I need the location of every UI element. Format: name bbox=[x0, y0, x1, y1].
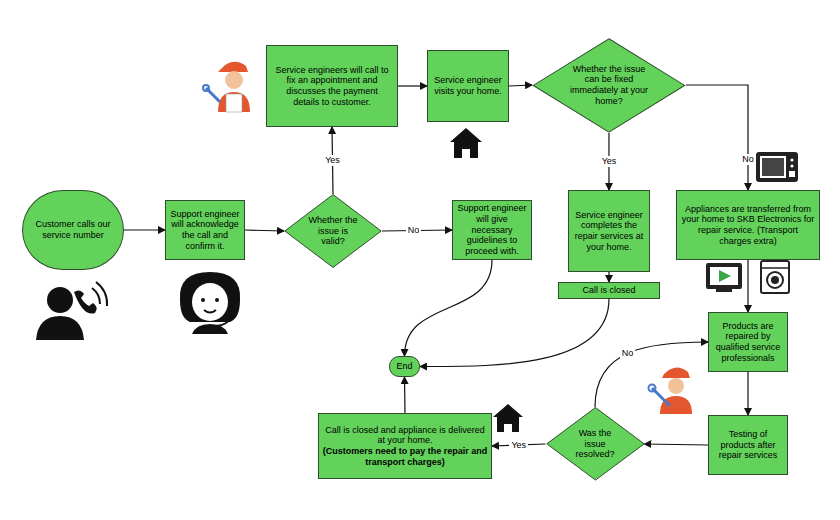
node-text: Was the issue resolved? bbox=[567, 428, 622, 460]
node-text: Whether the issue can be fixed immediate… bbox=[567, 64, 650, 106]
process-box: Call is closed and appliance is delivere… bbox=[318, 413, 492, 479]
text-holder: Testing of products after repair service… bbox=[711, 429, 785, 461]
node-text: Support engineer will acknowledge the ca… bbox=[168, 209, 242, 251]
engineer-icon bbox=[203, 62, 250, 112]
text-holder: End bbox=[391, 361, 419, 372]
node-text: Service engineer completes the repair se… bbox=[572, 210, 647, 252]
house-icon bbox=[493, 404, 523, 432]
flow-arrow bbox=[747, 372, 748, 415]
node-text: Service engineers will call to fix an ap… bbox=[273, 65, 392, 107]
text-holder: Customer calls our service number bbox=[32, 219, 114, 240]
text-holder: Appliances are transferred from your hom… bbox=[681, 204, 815, 246]
decision-diamond: Whether the issue can be fixed immediate… bbox=[532, 38, 686, 133]
text-holder: Call is closed and appliance is delivere… bbox=[323, 425, 488, 467]
flow-arrow bbox=[747, 260, 748, 312]
closed-box: Call is closed bbox=[558, 282, 660, 299]
text-holder: Was the issue resolved? bbox=[567, 428, 622, 460]
tv-icon bbox=[706, 263, 742, 292]
process-box: Appliances are transferred from your hom… bbox=[676, 190, 820, 260]
flow-arrow bbox=[398, 85, 427, 86]
process-box: Products are repaired by qualified servi… bbox=[708, 312, 788, 372]
washing-machine-icon bbox=[761, 261, 789, 293]
node-text: Testing of products after repair service… bbox=[711, 429, 785, 461]
flow-arrow bbox=[245, 230, 284, 231]
node-text: Appliances are transferred from your hom… bbox=[681, 204, 815, 246]
text-holder: Support engineer will give necessary gui… bbox=[455, 203, 529, 256]
edge-label: No bbox=[620, 348, 636, 359]
headset-agent-icon bbox=[180, 272, 240, 334]
caller-icon bbox=[36, 282, 107, 340]
flow-arrow bbox=[644, 444, 708, 445]
node-text: Call is closed and appliance is delivere… bbox=[323, 425, 488, 446]
process-box: Service engineer completes the repair se… bbox=[568, 190, 650, 272]
text-holder: Call is closed bbox=[561, 285, 658, 296]
process-box: Support engineer will acknowledge the ca… bbox=[165, 200, 245, 260]
process-box: Support engineer will give necessary gui… bbox=[452, 200, 532, 260]
flow-arrow bbox=[608, 272, 609, 282]
microwave-icon bbox=[756, 152, 798, 182]
node-text: Products are repaired by qualified servi… bbox=[711, 321, 785, 363]
text-holder: Products are repaired by qualified servi… bbox=[711, 321, 785, 363]
text-holder: Support engineer will acknowledge the ca… bbox=[168, 209, 242, 251]
node-text: End bbox=[396, 361, 412, 372]
house-icon bbox=[450, 128, 482, 158]
flow-arrow bbox=[405, 260, 493, 356]
edge-label: No bbox=[406, 225, 422, 236]
text-holder: Whether the issue is valid? bbox=[306, 215, 361, 247]
process-box: Service engineer visits your home. bbox=[427, 50, 509, 122]
flow-arrow bbox=[595, 342, 708, 407]
process-box: Testing of products after repair service… bbox=[708, 415, 788, 475]
node-text: Service engineer visits your home. bbox=[431, 75, 505, 96]
decision-diamond: Whether the issue is valid? bbox=[284, 194, 382, 268]
flow-arrow bbox=[420, 299, 609, 367]
flow-arrow bbox=[686, 85, 748, 190]
flow-arrow bbox=[124, 229, 165, 230]
edge-label: Yes bbox=[600, 156, 619, 167]
text-holder: Service engineer visits your home. bbox=[431, 75, 505, 96]
text-holder: Whether the issue can be fixed immediate… bbox=[567, 64, 650, 106]
node-text: (Customers need to pay the repair and tr… bbox=[323, 446, 488, 467]
flow-arrow bbox=[509, 85, 532, 86]
edge-label: Yes bbox=[323, 155, 342, 166]
node-text: Call is closed bbox=[582, 285, 635, 296]
text-holder: Service engineer completes the repair se… bbox=[572, 210, 647, 252]
end-terminal: End bbox=[389, 356, 420, 377]
start-terminal: Customer calls our service number bbox=[22, 190, 124, 270]
node-text: Support engineer will give necessary gui… bbox=[455, 203, 529, 256]
edge-label: Yes bbox=[509, 440, 528, 451]
node-text: Whether the issue is valid? bbox=[306, 215, 361, 247]
node-text: Customer calls our service number bbox=[32, 219, 114, 240]
flow-arrow bbox=[404, 377, 406, 413]
process-box: Service engineers will call to fix an ap… bbox=[266, 45, 398, 127]
text-holder: Service engineers will call to fix an ap… bbox=[273, 65, 392, 107]
edge-label: No bbox=[740, 154, 756, 165]
engineer-icon bbox=[649, 367, 693, 414]
decision-diamond: Was the issue resolved? bbox=[546, 407, 645, 481]
